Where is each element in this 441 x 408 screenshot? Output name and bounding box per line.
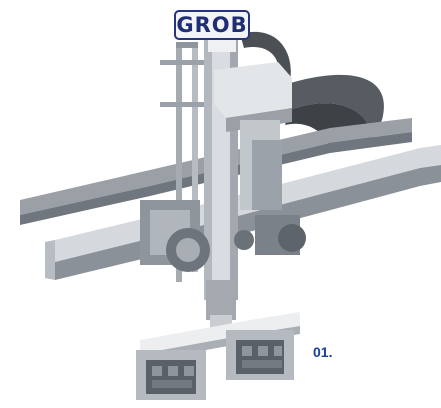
figure-caption: 01.	[313, 344, 333, 360]
carriage	[214, 62, 292, 210]
grob-logo: GROB	[174, 10, 250, 40]
left-gripper	[136, 350, 206, 400]
support-rods	[160, 42, 220, 282]
right-gripper	[226, 330, 294, 380]
motor-assembly	[140, 200, 306, 272]
